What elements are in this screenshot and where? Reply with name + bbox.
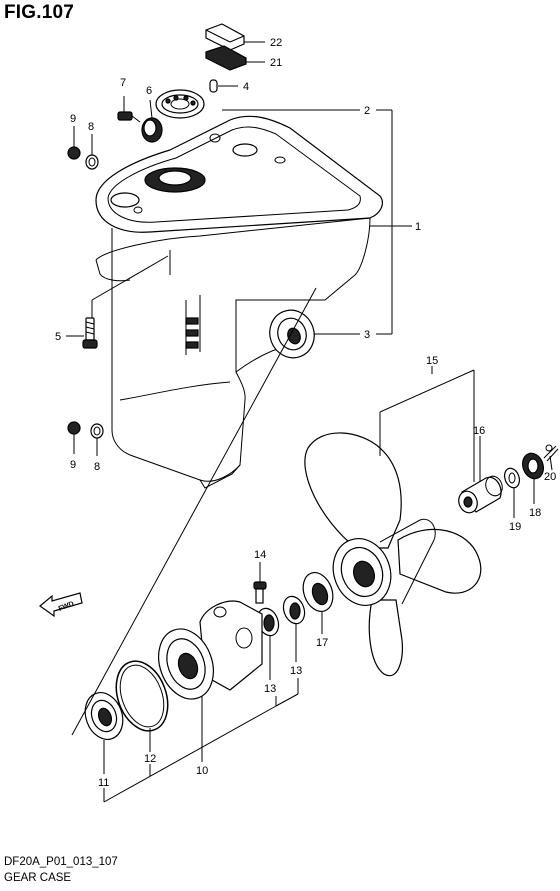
callout-3: 3 <box>364 329 370 341</box>
part-22-plate <box>205 23 245 51</box>
callout-9-upper: 9 <box>70 113 76 125</box>
part-collar <box>141 117 163 143</box>
callout-5: 5 <box>55 331 61 343</box>
callout-15: 15 <box>426 355 438 367</box>
part-13-seal-b <box>256 607 280 637</box>
part-6-bearing <box>155 89 205 119</box>
callout-11: 11 <box>98 777 109 789</box>
callout-1: 1 <box>415 221 421 233</box>
callout-7: 7 <box>120 77 126 89</box>
callout-4: 4 <box>243 81 249 93</box>
callout-20: 20 <box>544 471 556 483</box>
part-1-gear-case <box>95 115 383 489</box>
part-11-bearing <box>84 692 124 740</box>
part-3-oil-seal <box>269 309 315 359</box>
callout-6: 6 <box>146 85 152 97</box>
part-8-washer-lower <box>90 423 104 439</box>
figure-title: FIG.107 <box>4 2 75 23</box>
callout-numbers: 22 21 4 7 6 2 9 8 1 5 3 15 16 9 8 20 18 … <box>55 37 556 789</box>
fwd-arrow-icon: FWD <box>39 592 83 618</box>
leader-lines <box>66 41 553 803</box>
part-17-bearing <box>302 572 334 612</box>
callout-8-upper: 8 <box>88 121 94 133</box>
callout-17: 17 <box>316 637 328 649</box>
callout-12: 12 <box>144 753 156 765</box>
part-4-pin <box>209 79 218 93</box>
callout-18: 18 <box>529 507 541 519</box>
part-5-bolt <box>82 317 98 349</box>
figure-code: DF20A_P01_013_107 <box>4 856 118 868</box>
part-16-spacer <box>458 475 503 514</box>
part-12-o-ring <box>115 660 169 732</box>
callout-19: 19 <box>509 521 521 533</box>
part-21-plate <box>205 45 247 71</box>
part-9-bolt-upper <box>67 146 81 160</box>
callout-9-lower: 9 <box>70 459 76 471</box>
part-20-cotter-pin <box>543 444 559 462</box>
callout-2: 2 <box>364 105 370 117</box>
callout-14: 14 <box>254 549 266 561</box>
callout-13-left: 13 <box>264 683 276 695</box>
part-15-propeller <box>304 432 482 677</box>
part-14-bolt <box>253 581 267 604</box>
callout-10: 10 <box>196 765 208 777</box>
callout-8-lower: 8 <box>94 461 100 473</box>
part-9-bolt-lower <box>67 421 81 435</box>
part-7-bolt <box>117 111 141 123</box>
callout-22: 22 <box>270 37 282 49</box>
part-8-washer-upper <box>85 154 99 170</box>
callout-21: 21 <box>270 57 282 69</box>
part-10-housing <box>158 600 263 700</box>
callout-13-right: 13 <box>290 665 302 677</box>
callout-16: 16 <box>473 425 485 437</box>
figure-name: GEAR CASE <box>4 872 72 884</box>
part-13-seal-a <box>282 595 306 625</box>
part-19-washer <box>503 467 521 489</box>
part-18-nut <box>522 452 544 480</box>
